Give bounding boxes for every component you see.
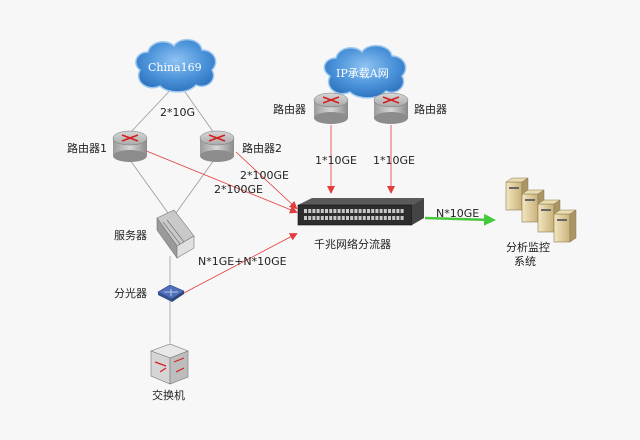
link-label-router2-distributor: 2*100GE: [240, 169, 289, 182]
link-router2-server: [175, 159, 215, 214]
link-router1-server: [129, 159, 169, 214]
link-label-cloud-routers: 2*10G: [160, 106, 196, 119]
splitter-label: 分光器: [114, 287, 147, 300]
distributor-port: [388, 209, 391, 213]
distributor-port: [367, 216, 370, 220]
distributor-port: [396, 216, 400, 220]
link-router2-distributor: [235, 151, 298, 210]
distributor-port: [383, 209, 387, 213]
distributor-port: [358, 209, 362, 213]
distributor-port: [333, 216, 337, 220]
distributor-port: [358, 216, 362, 220]
distributor-port: [392, 216, 396, 220]
distributor-port: [396, 209, 400, 213]
distributor-port: [312, 209, 316, 213]
distributor-port: [316, 209, 320, 213]
distributor-port: [325, 216, 328, 220]
distributor-port: [308, 209, 312, 213]
cloud-ipnet-icon: IP承载A网: [323, 44, 407, 99]
distributor-port: [371, 209, 375, 213]
distributor-port: [341, 209, 345, 213]
router-top-left-icon: [313, 92, 349, 124]
distributor-port: [362, 209, 366, 213]
distributor-port: [400, 216, 404, 220]
router2-label: 路由器2: [242, 142, 282, 155]
distributor-port: [346, 209, 349, 213]
distributor-port: [371, 216, 375, 220]
router1-icon: [112, 130, 148, 162]
link-distributor-analysis: [424, 213, 496, 226]
distributor-port: [379, 216, 383, 220]
cloud-china169-icon: China169: [135, 38, 217, 93]
analysis-label-line1: 分析监控: [506, 241, 550, 254]
router-top-right-icon: [373, 92, 409, 124]
distributor-port: [346, 216, 349, 220]
link-label-topright: 1*10GE: [373, 154, 415, 167]
distributor-port: [337, 209, 341, 213]
router-top-left-label: 路由器: [273, 103, 306, 116]
distributor-port: [350, 209, 354, 213]
distributor-port: [333, 209, 337, 213]
red-links: [143, 125, 395, 295]
distributor-port: [329, 209, 333, 213]
distributor-port: [400, 209, 404, 213]
link-router1-distributor: [143, 149, 298, 214]
router1-label: 路由器1: [67, 142, 107, 155]
link-label-router1-distributor: 2*100GE: [214, 183, 263, 196]
switch-label: 交换机: [152, 389, 185, 402]
analysis-label-line2: 系统: [514, 255, 536, 268]
distributor-port: [392, 209, 396, 213]
distributor-port: [312, 216, 316, 220]
server-label: 服务器: [114, 229, 147, 242]
server-icon: [156, 209, 195, 259]
distributor-port: [379, 209, 383, 213]
distributor-port: [362, 216, 366, 220]
distributor-port: [350, 216, 354, 220]
analysis-servers-icon: [505, 177, 577, 243]
distributor-icon: [297, 198, 424, 226]
distributor-label: 千兆网络分流器: [314, 238, 391, 251]
link-label-topleft: 1*10GE: [315, 154, 357, 167]
distributor-port: [375, 216, 379, 220]
distributor-port: [308, 216, 312, 220]
distributor-port: [341, 216, 345, 220]
distributor-port: [329, 216, 333, 220]
link-label-distributor-analysis: N*10GE: [436, 207, 480, 220]
distributor-port: [354, 216, 358, 220]
distributor-port: [337, 216, 341, 220]
distributor-port: [375, 209, 379, 213]
distributor-port: [383, 216, 387, 220]
distributor-port: [316, 216, 320, 220]
distributor-port: [367, 209, 370, 213]
router-top-right-label: 路由器: [414, 103, 447, 116]
link-label-splitter-distributor: N*1GE+N*10GE: [198, 255, 287, 268]
link-splitter-distributor: [181, 233, 298, 295]
distributor-port: [388, 216, 391, 220]
distributor-port: [325, 209, 328, 213]
distributor-port: [354, 209, 358, 213]
distributor-port: [304, 209, 307, 213]
distributor-port: [320, 216, 324, 220]
cloud-ipnet-label: IP承载A网: [336, 67, 389, 80]
distributor-port: [304, 216, 307, 220]
distributor-port: [320, 209, 324, 213]
router2-icon: [199, 130, 235, 162]
switch-icon: [150, 343, 189, 385]
splitter-icon: [157, 284, 185, 302]
cloud-china169-label: China169: [148, 61, 202, 74]
